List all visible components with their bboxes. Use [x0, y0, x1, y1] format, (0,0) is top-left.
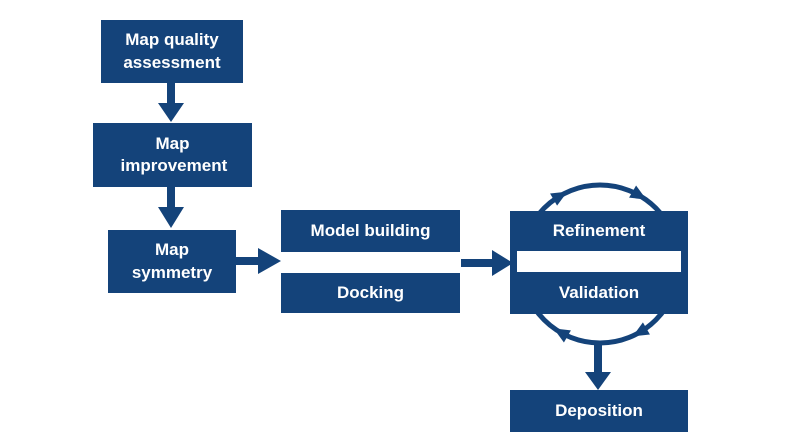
- node-map-symmetry-label: Map symmetry: [131, 240, 213, 282]
- arrow-map-symmetry-to-model-building-docking: [236, 248, 281, 274]
- cycle-arrowhead-bottom-left-icon: [553, 328, 571, 343]
- node-map-quality-assessment-label: Map quality assessment: [123, 30, 221, 72]
- cycle-arrowhead-top-right-icon: [629, 185, 647, 200]
- node-model-building-label: Model building: [310, 220, 431, 240]
- node-validation: Validation: [510, 272, 688, 314]
- node-refinement-validation: Refinement Validation: [510, 211, 688, 314]
- node-refinement: Refinement: [510, 211, 688, 251]
- node-map-improvement-label: Map improvement: [120, 133, 228, 175]
- node-refinement-label: Refinement: [552, 220, 646, 240]
- node-docking-label: Docking: [336, 282, 405, 302]
- node-map-symmetry: Map symmetry: [108, 230, 236, 293]
- arrow-validation-to-deposition: [585, 341, 611, 390]
- node-map-improvement: Map improvement: [93, 123, 252, 187]
- node-map-quality-assessment: Map quality assessment: [101, 20, 243, 83]
- cycle-arrowhead-top-left-icon: [550, 191, 568, 206]
- arrow-map-quality-to-map-improvement: [158, 83, 184, 122]
- refinement-validation-divider: [517, 251, 681, 272]
- cycle-arrowhead-bottom-right-icon: [632, 322, 650, 337]
- node-docking: Docking: [281, 273, 460, 313]
- arrow-model-building-docking-to-refinement-validation: [461, 250, 513, 276]
- node-validation-label: Validation: [558, 282, 640, 302]
- node-deposition-label: Deposition: [555, 400, 643, 420]
- node-deposition: Deposition: [510, 390, 688, 432]
- arrow-map-improvement-to-map-symmetry: [158, 187, 184, 228]
- node-model-building: Model building: [281, 210, 460, 252]
